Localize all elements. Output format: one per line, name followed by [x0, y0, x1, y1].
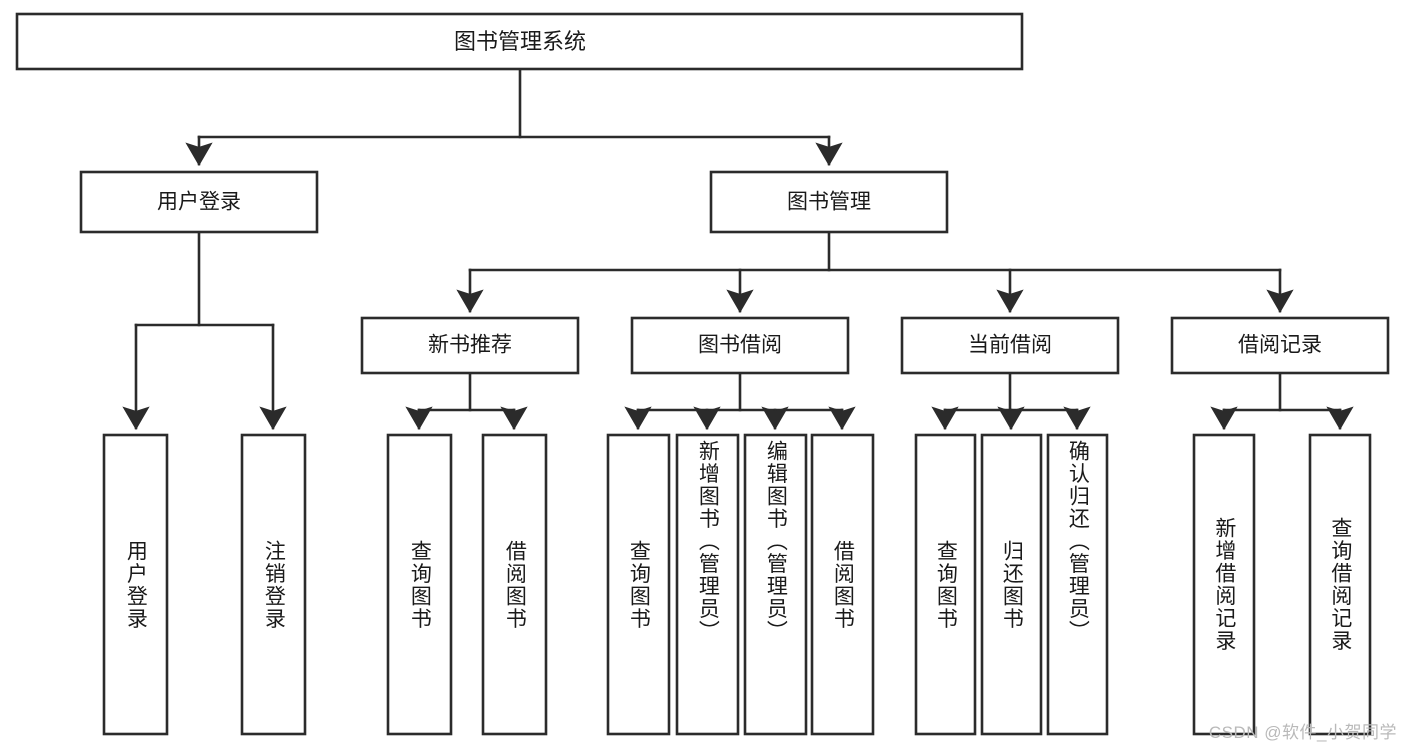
leaf-box-borrow-book-rec[interactable]	[481, 433, 548, 736]
leaf-box-query-book-rec[interactable]	[386, 433, 453, 736]
user-login-label: 用户登录	[157, 191, 241, 214]
current-borrow-label: 当前借阅	[968, 334, 1052, 357]
book-manage-box[interactable]	[709, 170, 949, 234]
node-root-system[interactable]: 图书管理系统	[15, 12, 1024, 71]
leaf-box-confirm-return-admin[interactable]	[1046, 433, 1109, 736]
edge-group	[122, 67, 1354, 430]
leaf-box-add-borrow-record[interactable]	[1192, 433, 1256, 736]
book-manage-label: 图书管理	[787, 191, 871, 214]
new-book-rec-label: 新书推荐	[428, 334, 512, 357]
leaf-box-logout-login[interactable]	[240, 433, 307, 736]
node-book-manage[interactable]: 图书管理	[709, 170, 949, 234]
leaf-box-group	[102, 433, 1372, 736]
new-book-rec-box[interactable]	[360, 316, 580, 375]
borrow-record-box[interactable]	[1170, 316, 1390, 375]
root-label: 图书管理系统	[454, 29, 586, 54]
node-user-login[interactable]: 用户登录	[79, 170, 319, 234]
current-borrow-box[interactable]	[900, 316, 1120, 375]
borrow-record-label: 借阅记录	[1238, 334, 1322, 357]
leaf-box-borrow-book[interactable]	[810, 433, 875, 736]
leaf-box-query-book-borrow[interactable]	[606, 433, 671, 736]
root-box[interactable]	[15, 12, 1024, 71]
node-new-book-rec[interactable]: 新书推荐	[360, 316, 580, 375]
leaf-box-query-borrow-record[interactable]	[1308, 433, 1372, 736]
node-current-borrow[interactable]: 当前借阅	[900, 316, 1120, 375]
leaf-box-return-book[interactable]	[980, 433, 1043, 736]
book-borrow-box[interactable]	[630, 316, 850, 375]
leaf-box-user-login[interactable]	[102, 433, 169, 736]
leaf-box-edit-book-admin[interactable]	[743, 433, 808, 736]
node-book-borrow[interactable]: 图书借阅	[630, 316, 850, 375]
user-login-box[interactable]	[79, 170, 319, 234]
leaf-box-query-book-current[interactable]	[914, 433, 977, 736]
csdn-watermark: CSDN @软件_小贺同学	[1208, 723, 1397, 742]
leaf-box-add-book-admin[interactable]	[675, 433, 740, 736]
book-borrow-label: 图书借阅	[698, 334, 782, 357]
node-borrow-record[interactable]: 借阅记录	[1170, 316, 1390, 375]
